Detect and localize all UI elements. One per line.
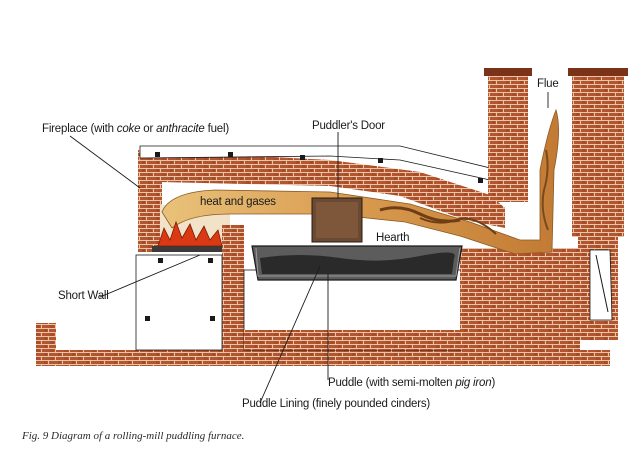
grate-bars (152, 246, 222, 252)
fire (157, 220, 223, 247)
puddle-iron (260, 252, 455, 274)
label-puddlers-door: Puddler's Door (312, 120, 385, 132)
damper-rod (595, 254, 609, 313)
flue-right-stack (572, 72, 624, 237)
heat-gas-flow (161, 108, 559, 255)
label-hearth: Hearth (376, 232, 410, 244)
vent-9 (210, 316, 215, 321)
left-step (36, 323, 56, 366)
vent-4 (378, 158, 383, 163)
flame-streak-2 (419, 217, 497, 235)
flue-cap-left (484, 68, 532, 76)
leader-puddle-lining (259, 265, 321, 404)
damper (589, 249, 613, 321)
roof-brick (138, 150, 505, 228)
label-puddle-lining: Puddle Lining (finely pounded cinders) (242, 398, 431, 410)
label-puddle: Puddle (with semi-molten pig iron) (328, 377, 496, 389)
puddle-lining-line (255, 247, 461, 277)
flue-cap-right (568, 68, 628, 76)
vent-6 (158, 258, 163, 263)
leader-short-wall (99, 254, 201, 298)
right-brick-mass (460, 248, 580, 350)
flue-left-stack (488, 72, 528, 202)
label-fireplace: Fireplace (with coke or anthracite fuel) (42, 123, 229, 135)
flame-streak-3 (541, 149, 549, 231)
vent-7 (208, 258, 213, 263)
vent-8 (145, 316, 150, 321)
base-plinth (40, 350, 610, 366)
vent-1 (155, 152, 160, 157)
hearth-lower-brick (244, 330, 462, 350)
vent-3 (300, 155, 305, 160)
roof-top (139, 145, 491, 181)
label-flue: Flue (537, 78, 559, 90)
short-wall-block (222, 225, 244, 350)
door-texture (316, 202, 358, 238)
figure-caption: Fig. 9 Diagram of a rolling-mill puddlin… (22, 430, 245, 442)
vent-5 (478, 178, 483, 183)
label-heat-and-gases: heat and gases (200, 196, 276, 208)
leader-fireplace (69, 135, 141, 189)
ash-pit (135, 254, 223, 351)
label-short-wall: Short Wall (58, 290, 109, 302)
vent-2 (228, 152, 233, 157)
